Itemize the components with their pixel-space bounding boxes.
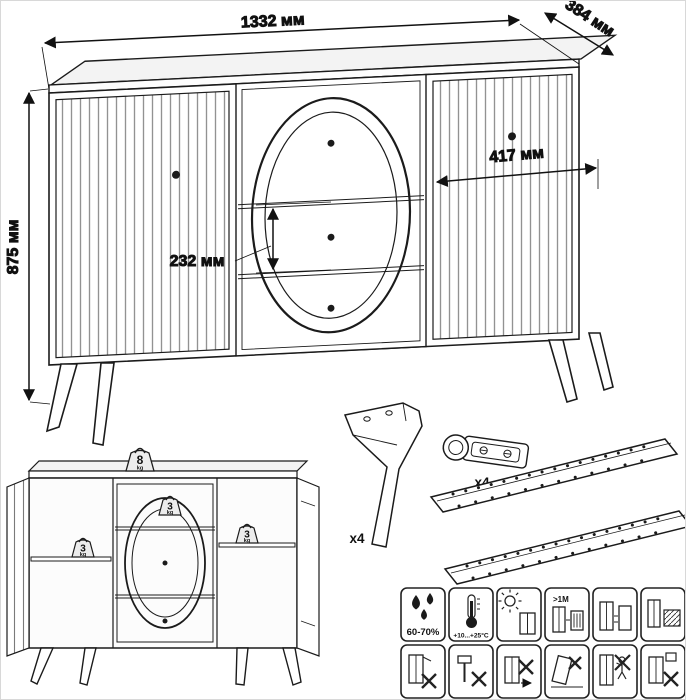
weight-left-unit: kg: [80, 552, 86, 558]
humidity-range-label: 60-70%: [407, 627, 440, 638]
drawer-knob-bottom: [327, 304, 335, 312]
open-right-door: [296, 477, 320, 657]
open-center-frame: [116, 483, 214, 643]
temperature-range-label: +10...+25°C: [453, 632, 489, 640]
weight-top-8kg: 8 kg: [125, 447, 155, 472]
left-door-knob: [172, 170, 180, 179]
weight-left-3kg: 3 kg: [71, 537, 95, 558]
uneven-surface-icon: [640, 587, 685, 642]
dim-height: 875 мм: [5, 88, 51, 405]
care-icon-grid: 60-70% +10...+25°C >1M: [400, 587, 685, 699]
dim-width: 1332 мм: [41, 11, 580, 90]
width-dimension-label: 1332 мм: [241, 11, 305, 31]
inner-width-dimension-label: 417 мм: [489, 145, 545, 167]
drawer-knob-top: [327, 139, 335, 147]
left-door: [55, 90, 230, 359]
cabinet-legs: [45, 332, 614, 446]
weight-center-unit: kg: [167, 510, 173, 516]
drawer-slides: [429, 438, 685, 585]
heat-distance-icon: >1M: [544, 587, 590, 642]
right-door: [432, 73, 573, 340]
weight-right-3kg: 3 kg: [235, 523, 259, 544]
no-drag-icon: [496, 644, 542, 699]
temperature-icon: +10...+25°C: [448, 587, 494, 642]
center-panel-frame: [241, 80, 421, 351]
dim-inner-width: 417 мм: [435, 144, 599, 189]
drawer-slide-2: [443, 510, 685, 585]
oval-frame-outer: [250, 97, 412, 334]
open-top-face: [27, 460, 309, 472]
open-drawer-gaps: [115, 526, 215, 599]
drawer-height-dimension-label: 232 мм: [170, 253, 225, 270]
weight-center-value: 3: [167, 502, 173, 513]
weight-left-value: 3: [80, 544, 86, 555]
right-door-knob: [508, 132, 516, 141]
oval-frame-inner: [264, 111, 398, 319]
open-top-edge: [28, 470, 298, 479]
left-shelf: [30, 556, 112, 562]
leg-plate-hole-2: [385, 410, 393, 416]
furniture-doors-warning-icon: [400, 644, 446, 699]
leg-hardware: x4: [343, 402, 423, 548]
center-panel: [235, 73, 427, 357]
weight-right-unit: kg: [244, 538, 250, 544]
no-tools-icon: [448, 644, 494, 699]
height-dimension-label: 875 мм: [5, 220, 22, 275]
drawer-knob-middle: [327, 233, 335, 241]
weight-top-value: 8: [137, 453, 144, 467]
drawer-slide-1: [429, 438, 679, 513]
no-lean-objects-icon: [640, 644, 685, 699]
no-tilt-icon: [544, 644, 590, 699]
dim-drawer-height: 232 мм: [169, 201, 332, 274]
main-cabinet-drawing: [45, 34, 618, 446]
no-climb-icon: [592, 644, 638, 699]
furniture-spacing-icon: [592, 587, 638, 642]
leg-quantity-label: x4: [349, 531, 365, 546]
open-oval-outer: [124, 497, 206, 629]
sunlight-protection-icon: [496, 587, 542, 642]
min-distance-label: >1M: [553, 595, 569, 604]
humidity-icon: 60-70%: [400, 587, 446, 642]
depth-dimension-label: 384 мм: [562, 1, 617, 40]
weight-right-value: 3: [244, 530, 250, 541]
open-view-legs: [30, 647, 302, 686]
open-view-drawing: 8 kg 3 kg 3 kg 3 kg: [6, 447, 320, 686]
open-left-door: [6, 477, 30, 657]
leg-plate-hole-1: [363, 416, 371, 422]
weight-top-unit: kg: [137, 466, 143, 472]
weight-center-3kg: 3 kg: [158, 495, 182, 516]
